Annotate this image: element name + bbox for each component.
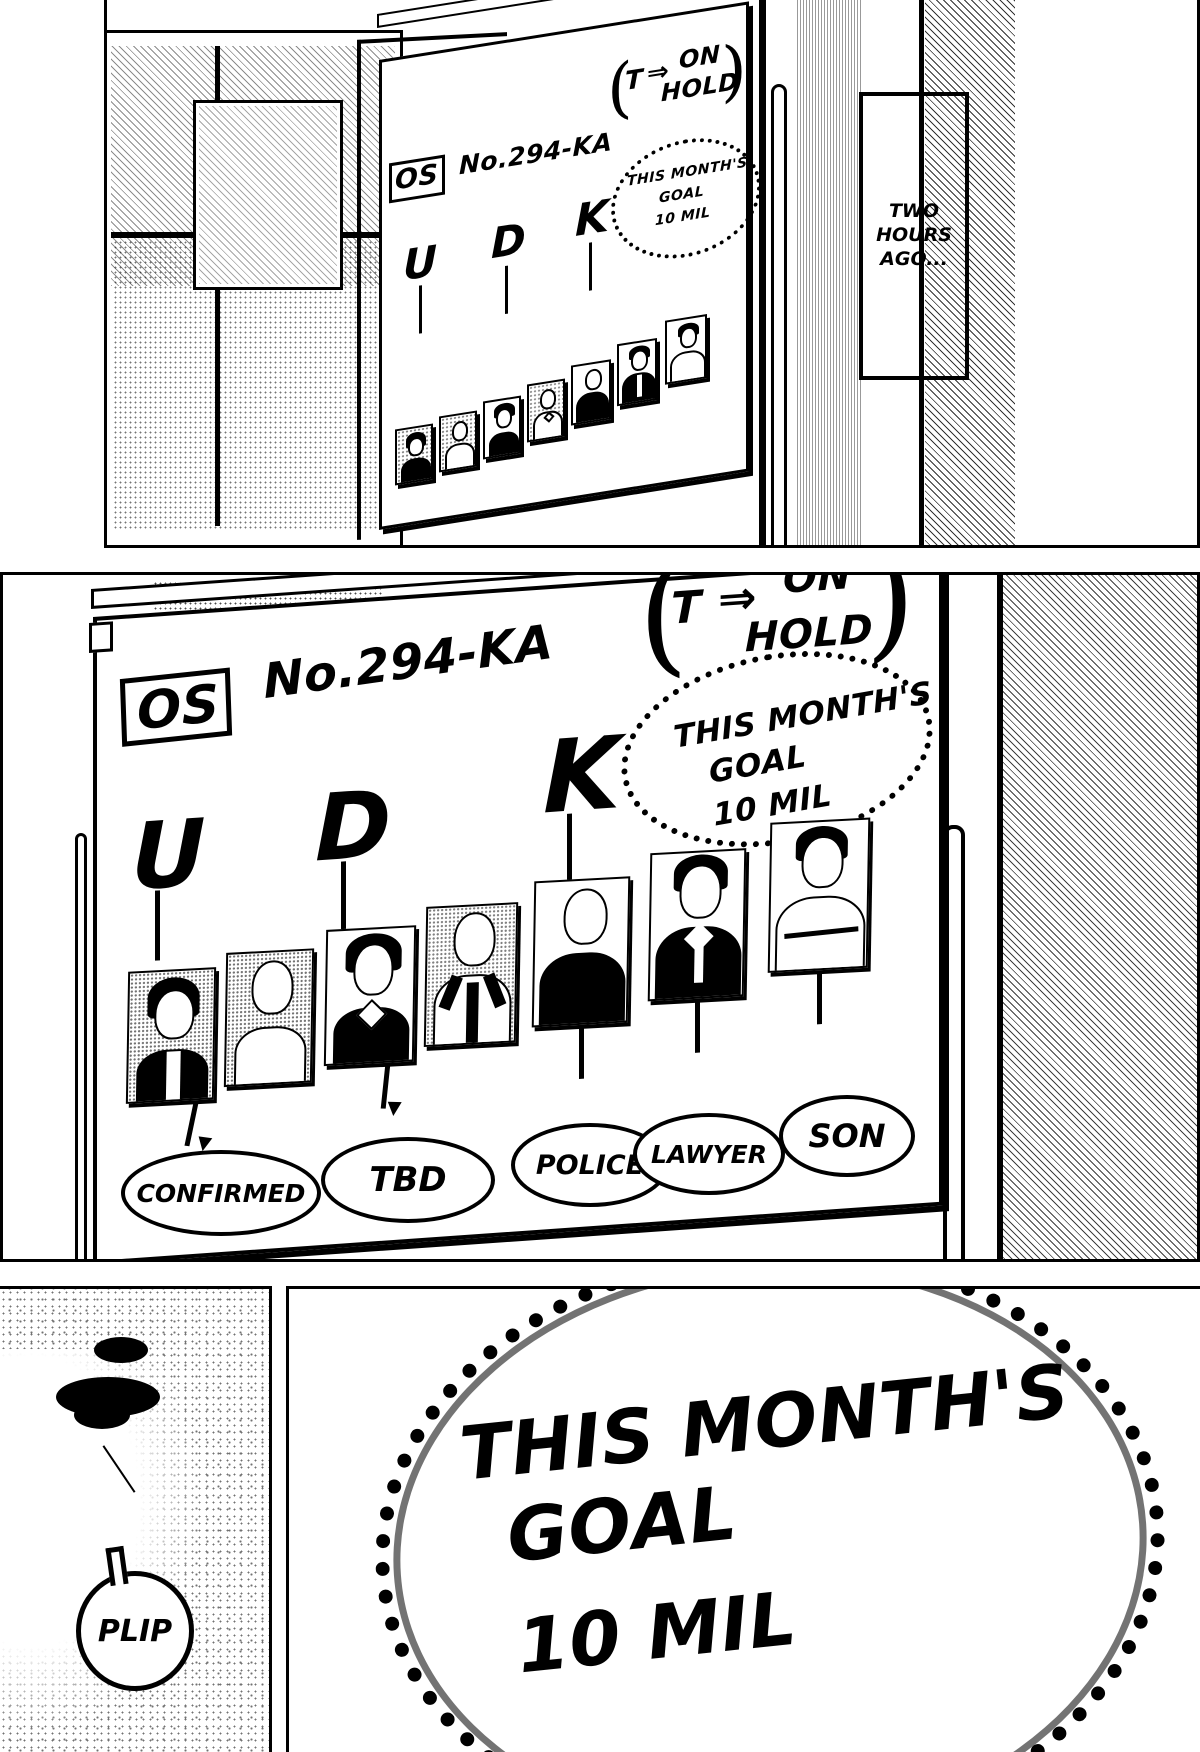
wall-right-edge	[997, 575, 1003, 1259]
connector-k-small	[589, 242, 592, 291]
status-on-small: ON	[679, 39, 721, 75]
label-police-text: POLICE	[535, 1149, 645, 1181]
pillar-closeup-thin	[75, 833, 87, 1259]
sfx-plip-text: PLIP	[97, 1613, 173, 1649]
photo-card-1	[125, 967, 217, 1104]
label-bubble-lawyer: LAWYER	[633, 1113, 785, 1195]
connector-photo1-label	[184, 1101, 199, 1147]
connector-u-large	[155, 890, 160, 961]
photo-card-4	[423, 902, 519, 1048]
window-inner-sash	[193, 100, 343, 290]
photo-card-4-small	[527, 378, 565, 443]
connector-u-small	[419, 285, 422, 334]
droplet-upper	[94, 1337, 148, 1363]
photo-card-7-small	[665, 314, 707, 385]
connector-d-large	[341, 861, 346, 934]
board-letter-u-small: U	[403, 235, 438, 291]
photo-card-3	[323, 925, 417, 1067]
connector-d-small	[505, 265, 508, 315]
board-letter-u-large: U	[131, 799, 207, 912]
tag-label-large: OS	[135, 673, 221, 743]
right-wall-edge	[919, 0, 924, 545]
case-number-small: No.294-KA	[459, 127, 613, 181]
photo-card-6	[647, 848, 747, 1002]
wall-right-hatch	[1003, 575, 1197, 1259]
status-letter-large: T	[671, 581, 702, 635]
photo-card-3-small	[483, 395, 521, 460]
case-number-large: No.294-KA	[261, 613, 555, 711]
board-letter-k-small: K	[575, 190, 610, 247]
label-tbd-text: TBD	[369, 1160, 447, 1200]
status-close-paren-large: )	[865, 572, 916, 677]
whiteboard-small-content: OS No.294-KA ( T ⇒ ON HOLD ) U D K THIS …	[379, 1, 761, 530]
status-letter-small: T	[625, 64, 644, 98]
label-son-text: SON	[808, 1117, 886, 1155]
label-lawyer-text: LAWYER	[651, 1139, 767, 1169]
right-wall-hatch	[925, 0, 1015, 545]
board-letter-d-small: D	[491, 213, 527, 269]
board-letter-d-large: D	[315, 770, 392, 883]
photo-card-7	[767, 817, 871, 973]
board-letter-k-large: K	[543, 714, 621, 837]
status-on-large: ON	[783, 572, 852, 603]
tag-label-small: OS	[395, 158, 439, 197]
status-close-paren-small: )	[721, 29, 747, 111]
panel-whiteboard-closeup: OS No.294-KA ( T ⇒ ON HOLD ) U D K THIS …	[0, 572, 1200, 1262]
label-confirmed-text: CONFIRMED	[136, 1178, 306, 1208]
panel-floor-drip: PLIP	[0, 1286, 272, 1752]
label-bubble-tbd: TBD	[321, 1137, 495, 1223]
pillar-pipe	[771, 84, 787, 545]
arrow-tbd	[386, 1101, 402, 1117]
window-inner-glare	[199, 106, 337, 284]
photo-card-5-small	[571, 359, 611, 426]
puddle-lobe	[74, 1401, 130, 1429]
pillar-left-edge	[759, 0, 766, 545]
connector-photo5-label	[579, 1026, 584, 1080]
sfx-bubble-plip-shape: PLIP	[76, 1571, 194, 1691]
photo-card-6-small	[617, 337, 657, 407]
pillar-closeup-pipe	[943, 825, 965, 1259]
photo-card-2-small	[439, 410, 477, 473]
connector-photo6-label	[695, 1000, 700, 1053]
label-bubble-son: SON	[779, 1095, 915, 1177]
photo-card-1-small	[395, 423, 433, 486]
photo-card-2	[223, 948, 315, 1088]
photo-card-5	[531, 876, 631, 1028]
connector-photo7-label	[817, 972, 822, 1025]
panel-establishing-shot: OS No.294-KA ( T ⇒ ON HOLD ) U D K THIS …	[104, 0, 1200, 548]
pillar-texture	[797, 0, 863, 545]
panel-goal-closeup: THIS MONTH'S GOAL 10 MIL	[286, 1286, 1200, 1752]
label-bubble-confirmed: CONFIRMED	[121, 1150, 321, 1236]
